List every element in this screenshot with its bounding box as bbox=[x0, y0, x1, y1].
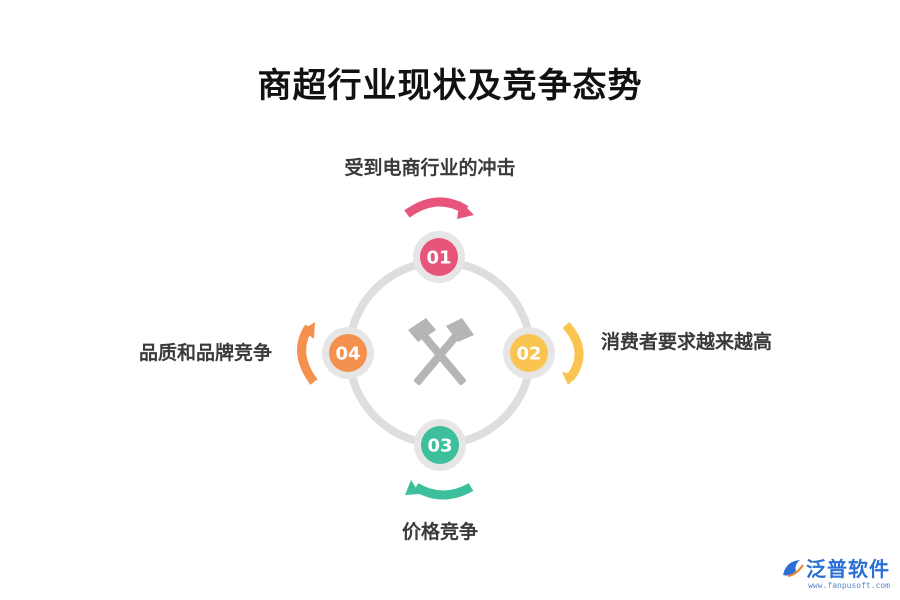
arrow-03 bbox=[405, 480, 474, 500]
node-03-number: 03 bbox=[427, 436, 452, 457]
item-label-03: 价格竞争 bbox=[401, 521, 478, 543]
node-01: 01 bbox=[413, 231, 465, 283]
arrow-01 bbox=[404, 197, 474, 219]
fanpu-logo-icon bbox=[783, 559, 804, 577]
node-01-number: 01 bbox=[426, 248, 451, 269]
node-04: 04 bbox=[322, 327, 374, 379]
arrow-02 bbox=[562, 322, 584, 385]
watermark-url: www.fanpusoft.com bbox=[808, 581, 890, 590]
node-02-number: 02 bbox=[516, 344, 541, 365]
crossed-hammers-icon bbox=[408, 318, 474, 386]
node-03: 03 bbox=[414, 419, 466, 471]
item-label-04: 品质和品牌竞争 bbox=[138, 342, 272, 364]
watermark-logo: 泛普软件 www.fanpusoft.com bbox=[780, 553, 890, 590]
page-title: 商超行业现状及竞争态势 bbox=[257, 66, 643, 106]
item-label-02: 消费者要求越来越高 bbox=[601, 331, 773, 353]
arrow-04 bbox=[297, 322, 318, 385]
item-label-01: 受到电商行业的冲击 bbox=[344, 157, 516, 179]
node-02: 02 bbox=[503, 327, 555, 379]
watermark-text: 泛普软件 bbox=[806, 557, 890, 581]
node-04-number: 04 bbox=[335, 344, 360, 365]
